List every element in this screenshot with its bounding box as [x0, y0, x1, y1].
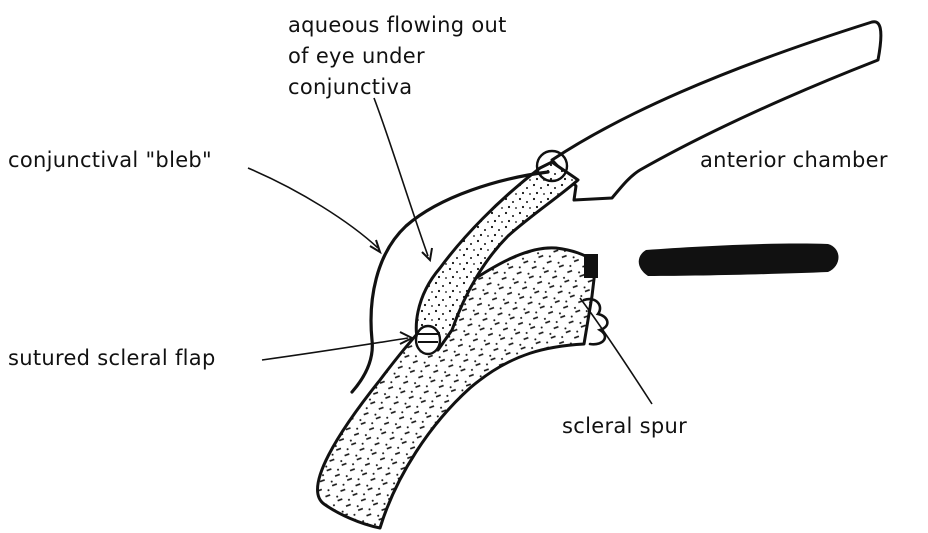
leader-spur — [580, 298, 652, 404]
iris-bar — [639, 243, 839, 276]
leader-flap — [262, 338, 408, 360]
sutured-scleral-flap-label: sutured scleral flap — [8, 344, 216, 373]
conjunctival-bleb-label: conjunctival "bleb" — [8, 146, 212, 175]
anterior-chamber-label: anterior chamber — [700, 146, 888, 175]
iris-root-mark — [584, 254, 598, 278]
aqueous-flow-label: aqueous flowing out of eye under conjunc… — [288, 10, 507, 103]
scleral-spur-label: scleral spur — [562, 412, 687, 441]
leader-bleb — [248, 168, 378, 248]
suture-ellipse — [416, 326, 440, 354]
